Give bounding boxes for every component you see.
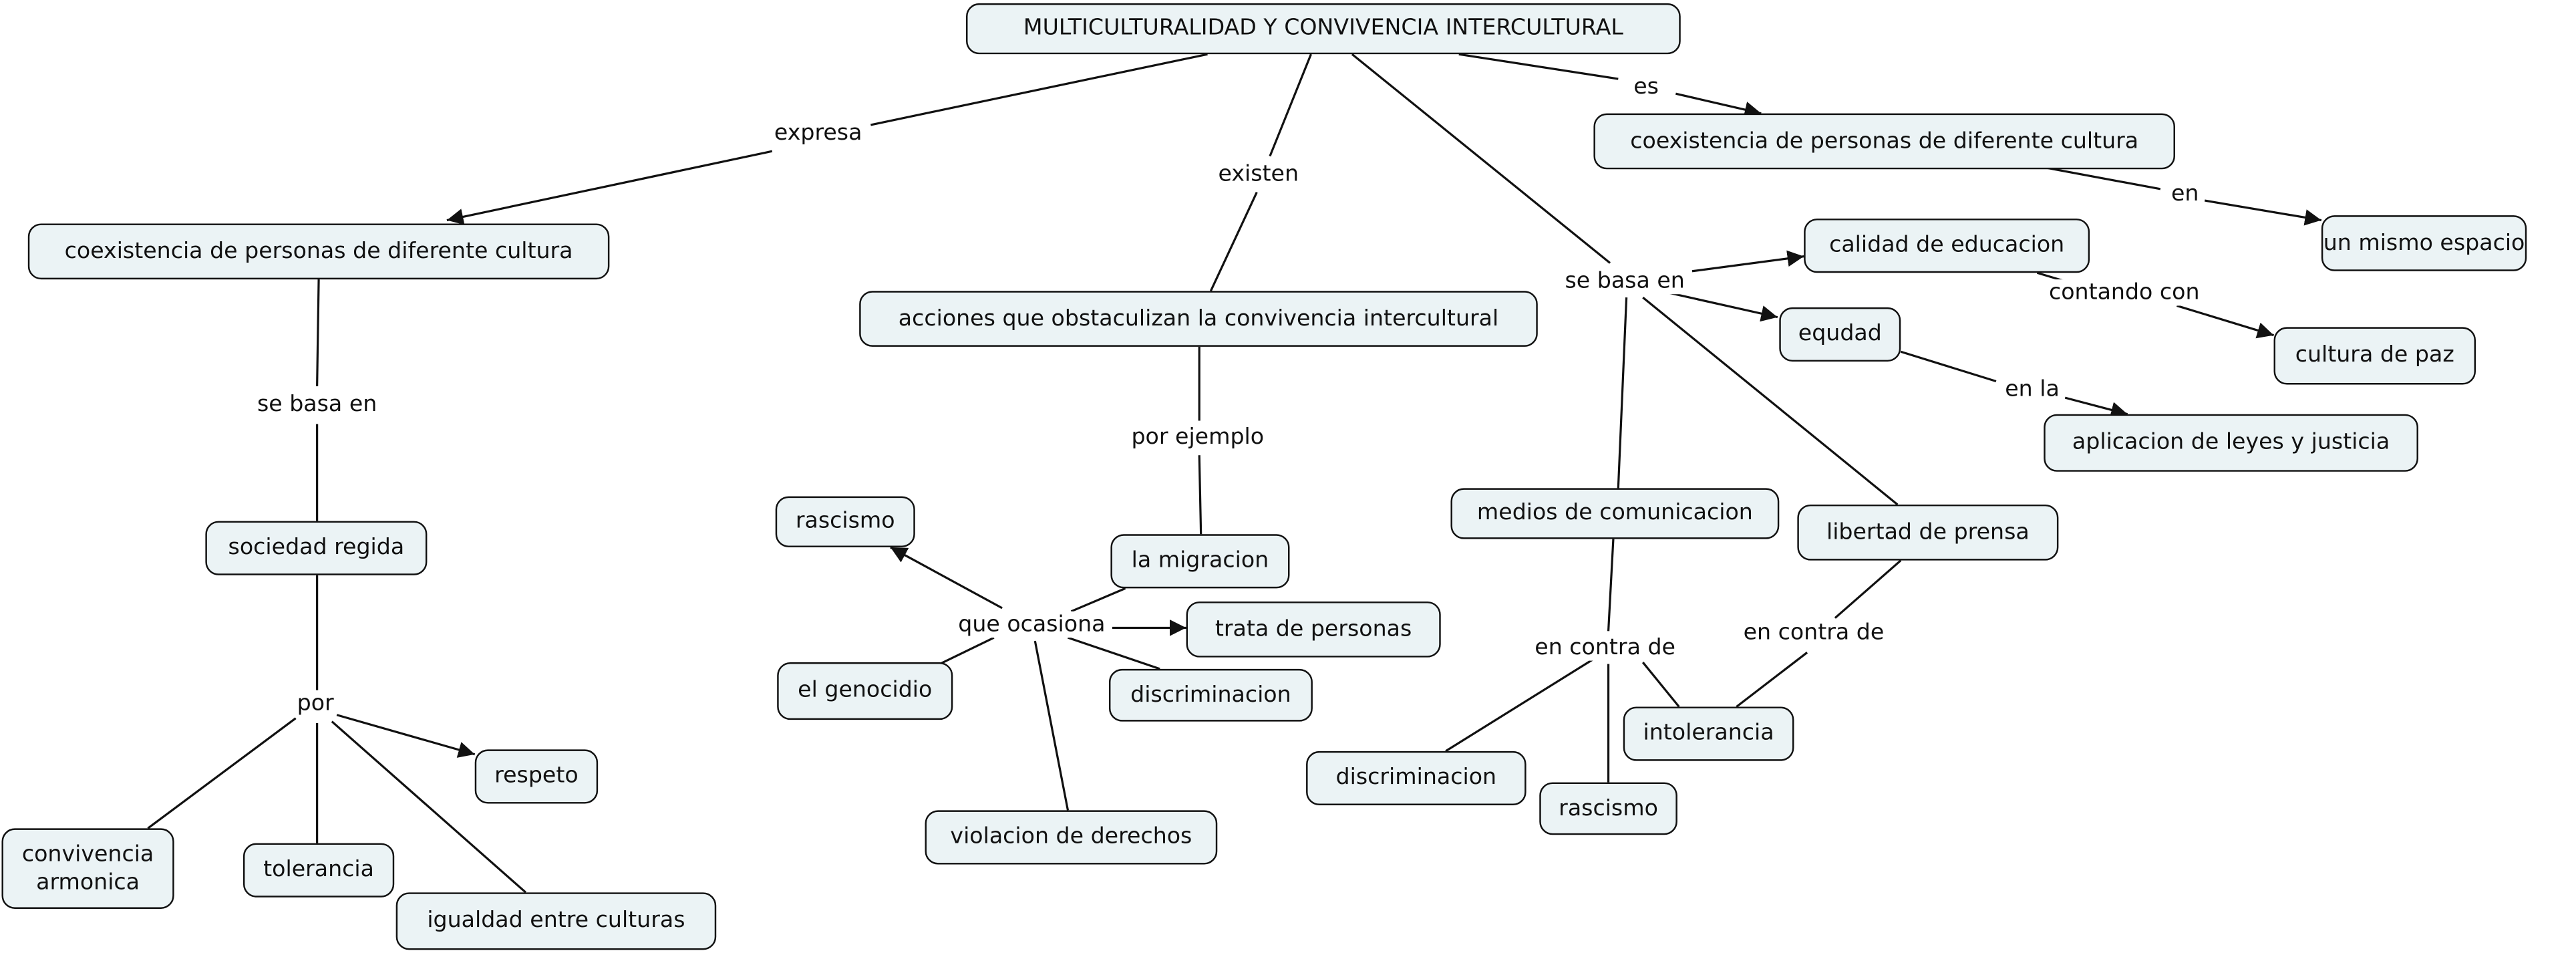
line-connector: [331, 720, 527, 894]
line-connector: [1067, 636, 1160, 670]
line-connector: [2045, 166, 2161, 190]
link-en-contra-de-1[interactable]: en contra de: [1533, 634, 1677, 661]
concept-rascismo-1[interactable]: rascismo: [775, 496, 915, 547]
concept-violacion-derechos[interactable]: violacion de derechos: [925, 810, 1218, 865]
concept-libertad-prensa[interactable]: libertad de prensa: [1797, 504, 2059, 561]
link-es[interactable]: es: [1631, 74, 1661, 101]
concept-discriminacion-1[interactable]: discriminacion: [1108, 668, 1313, 722]
link-se-basa-en-left[interactable]: se basa en: [255, 391, 379, 418]
concept-convivencia-armonica[interactable]: convivencia armonica: [1, 828, 174, 909]
concept-discriminacion-2[interactable]: discriminacion: [1306, 751, 1526, 806]
concept-tolerancia[interactable]: tolerancia: [243, 843, 395, 898]
line-connector: [1445, 658, 1595, 753]
link-en-la[interactable]: en la: [2003, 376, 2062, 403]
concept-respeto[interactable]: respeto: [474, 749, 599, 804]
line-connector: [1607, 539, 1615, 632]
concept-calidad-educacion[interactable]: calidad de educacion: [1804, 219, 2090, 273]
concept-migracion[interactable]: la migracion: [1110, 534, 1290, 589]
concept-mismo-espacio[interactable]: un mismo espacio: [2321, 215, 2527, 271]
concept-equdad[interactable]: equdad: [1779, 307, 1901, 362]
concept-acciones[interactable]: acciones que obstaculizan la convivencia…: [859, 291, 1538, 347]
concept-igualdad-culturas[interactable]: igualdad entre culturas: [395, 892, 717, 950]
line-connector: [1033, 640, 1070, 811]
line-connector: [1617, 297, 1628, 489]
arrow-connector: [1692, 250, 1804, 273]
line-connector: [1736, 652, 1808, 708]
link-en[interactable]: en: [2169, 180, 2201, 207]
link-existen[interactable]: existen: [1217, 161, 1301, 188]
concept-trata-personas[interactable]: trata de personas: [1186, 601, 1441, 658]
link-por-ejemplo[interactable]: por ejemplo: [1129, 424, 1266, 450]
arrow-connector: [2204, 199, 2322, 226]
concept-intolerancia[interactable]: intolerancia: [1623, 706, 1794, 761]
concept-genocidio[interactable]: el genocidio: [777, 662, 953, 720]
arrow-connector: [890, 546, 1003, 609]
line-connector: [316, 279, 320, 386]
line-connector: [1834, 559, 1902, 619]
link-se-basa-en-right[interactable]: se basa en: [1563, 267, 1687, 295]
line-connector: [147, 717, 297, 829]
link-expresa[interactable]: expresa: [772, 120, 864, 146]
link-por[interactable]: por: [295, 690, 336, 717]
concept-root[interactable]: MULTICULTURALIDAD Y CONVIVENCIA INTERCUL…: [966, 3, 1681, 55]
line-connector: [1209, 192, 1258, 291]
link-que-ocasiona[interactable]: que ocasiona: [956, 611, 1107, 638]
arrow-connector: [2064, 396, 2128, 418]
concept-rascismo-2[interactable]: rascismo: [1539, 782, 1677, 835]
line-connector: [1198, 455, 1202, 535]
concept-medios-comunicacion[interactable]: medios de comunicacion: [1450, 488, 1780, 539]
arrow-connector: [336, 714, 476, 758]
line-connector: [1642, 296, 1899, 506]
line-connector: [1351, 53, 1611, 264]
line-connector: [1641, 662, 1680, 708]
concept-coexistencia-right[interactable]: coexistencia de personas de diferente cu…: [1593, 113, 2175, 170]
line-connector: [1070, 587, 1126, 613]
concept-cultura-paz[interactable]: cultura de paz: [2273, 327, 2476, 385]
concept-aplicacion-leyes[interactable]: aplicacion de leyes y justicia: [2044, 414, 2418, 472]
link-contando-con[interactable]: contando con: [2047, 279, 2201, 306]
concept-sociedad-regida[interactable]: sociedad regida: [205, 521, 428, 575]
arrow-connector: [1675, 92, 1762, 118]
concept-coexistencia-left[interactable]: coexistencia de personas de diferente cu…: [27, 223, 610, 280]
link-en-contra-de-2[interactable]: en contra de: [1742, 620, 1886, 646]
arrow-connector: [446, 150, 773, 225]
line-connector: [1269, 53, 1312, 157]
line-connector: [1458, 53, 1619, 80]
line-connector: [870, 53, 1208, 126]
arrow-connector: [1667, 291, 1778, 322]
arrow-connector: [2176, 304, 2274, 339]
line-connector: [939, 636, 995, 665]
line-connector: [1900, 350, 1997, 383]
